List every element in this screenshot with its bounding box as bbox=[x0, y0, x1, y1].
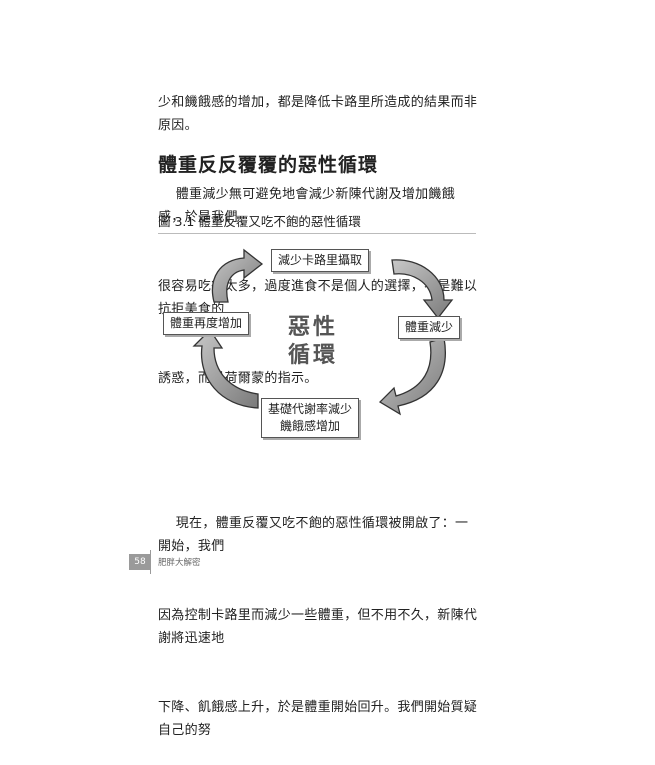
cycle-box-weight-loss: 體重減少 bbox=[398, 316, 461, 339]
figure-caption: 圖 3.1 體重反覆又吃不飽的惡性循環 bbox=[158, 214, 361, 229]
cycle-diagram: 減少卡路里攝取 體重減少 基礎代謝率減少 饑餓感增加 體重再度增加 惡性 循環 bbox=[158, 238, 476, 438]
cycle-box-line: 饑餓感增加 bbox=[280, 419, 341, 433]
caption-divider bbox=[158, 233, 476, 234]
paragraph-bottom-line: 現在，體重反覆又吃不飽的惡性循環被開啟了：一開始，我們 bbox=[158, 516, 469, 554]
paragraph-bottom-line: 下降、飢餓感上升，於是體重開始回升。我們開始質疑自己的努 bbox=[158, 700, 478, 738]
paragraph-bottom-line: 因為控制卡路里而減少一些體重，但不用不久，新陳代謝將迅速地 bbox=[158, 608, 478, 646]
cycle-arrow-bottom-right bbox=[378, 337, 446, 416]
center-label-line: 循環 bbox=[288, 343, 339, 368]
cycle-center-label: 惡性 循環 bbox=[288, 314, 338, 370]
cycle-box-metabolism-hunger: 基礎代謝率減少 饑餓感增加 bbox=[261, 398, 360, 438]
center-label-line: 惡性 bbox=[288, 315, 339, 340]
cycle-arrow-top-right bbox=[391, 259, 454, 320]
paragraph-bottom: 現在，體重反覆又吃不飽的惡性循環被開啟了：一開始，我們 因為控制卡路里而減少一些… bbox=[158, 466, 478, 765]
footer-divider bbox=[150, 550, 151, 574]
cycle-box-weight-regain: 體重再度增加 bbox=[163, 312, 250, 335]
running-footer-title: 肥胖大解密 bbox=[158, 558, 201, 568]
paragraph-top-line: 少和饑餓感的增加，都是降低卡路里所造成的結果而非原因。 bbox=[158, 95, 478, 133]
cycle-arrow-bottom-left bbox=[192, 328, 259, 409]
paragraph-top-line: 誘惑，而是荷爾蒙的指示。 bbox=[158, 371, 318, 386]
cycle-arrow-top-left bbox=[211, 248, 264, 303]
page-number: 58 bbox=[129, 554, 151, 570]
cycle-arrows bbox=[192, 248, 454, 416]
cycle-box-reduce-calories: 減少卡路里攝取 bbox=[271, 249, 370, 272]
section-heading: 體重反反覆覆的惡性循環 bbox=[158, 154, 379, 176]
paragraph-top-line: 體重減少無可避免地會減少新陳代謝及增加饑餓感，於是我們 bbox=[158, 187, 456, 225]
cycle-box-line: 基礎代謝率減少 bbox=[268, 402, 353, 416]
paragraph-top: 少和饑餓感的增加，都是降低卡路里所造成的結果而非原因。 體重減少無可避免地會減少… bbox=[158, 45, 478, 413]
